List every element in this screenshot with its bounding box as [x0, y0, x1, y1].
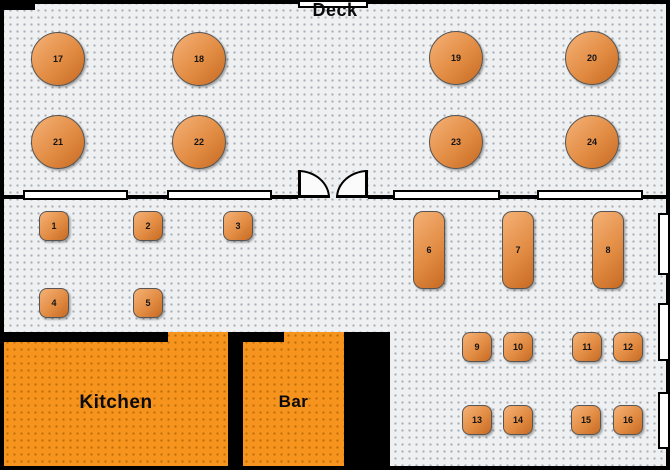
double-door-right-leaf-icon: [336, 170, 368, 198]
table-20[interactable]: 20: [565, 31, 619, 85]
kitchen-area: [4, 332, 228, 466]
window-mid-2: [167, 190, 272, 200]
table-3[interactable]: 3: [223, 211, 253, 241]
bar-area: [243, 332, 344, 466]
table-12[interactable]: 12: [613, 332, 643, 362]
table-10[interactable]: 10: [503, 332, 533, 362]
wall-kitchen-top: [0, 332, 168, 342]
table-1[interactable]: 1: [39, 211, 69, 241]
wall-bar-right-block: [344, 332, 390, 470]
window-mid-1: [23, 190, 128, 200]
window-top-center: [298, 0, 368, 8]
table-5[interactable]: 5: [133, 288, 163, 318]
table-13[interactable]: 13: [462, 405, 492, 435]
table-21[interactable]: 21: [31, 115, 85, 169]
table-22[interactable]: 22: [172, 115, 226, 169]
table-4[interactable]: 4: [39, 288, 69, 318]
table-2[interactable]: 2: [133, 211, 163, 241]
wall-deck-divider-left: [0, 195, 298, 199]
table-9[interactable]: 9: [462, 332, 492, 362]
window-right-2: [658, 303, 670, 361]
wall-outer-left: [0, 0, 4, 470]
table-14[interactable]: 14: [503, 405, 533, 435]
table-23[interactable]: 23: [429, 115, 483, 169]
wall-bar-top: [228, 332, 284, 342]
window-mid-4: [537, 190, 643, 200]
window-right-3: [658, 392, 670, 449]
table-18[interactable]: 18: [172, 32, 226, 86]
window-right-1: [658, 213, 670, 275]
table-11[interactable]: 11: [572, 332, 602, 362]
table-15[interactable]: 15: [571, 405, 601, 435]
table-19[interactable]: 19: [429, 31, 483, 85]
wall-deck-divider-right: [368, 195, 670, 199]
table-7[interactable]: 7: [502, 211, 534, 289]
wall-stub-top-left: [0, 4, 35, 10]
table-16[interactable]: 16: [613, 405, 643, 435]
wall-kitchen-bar-divider: [228, 332, 243, 470]
table-24[interactable]: 24: [565, 115, 619, 169]
window-mid-3: [393, 190, 500, 200]
double-door-left-leaf-icon: [298, 170, 330, 198]
table-6[interactable]: 6: [413, 211, 445, 289]
table-8[interactable]: 8: [592, 211, 624, 289]
wall-outer-bottom: [0, 466, 670, 470]
table-17[interactable]: 17: [31, 32, 85, 86]
